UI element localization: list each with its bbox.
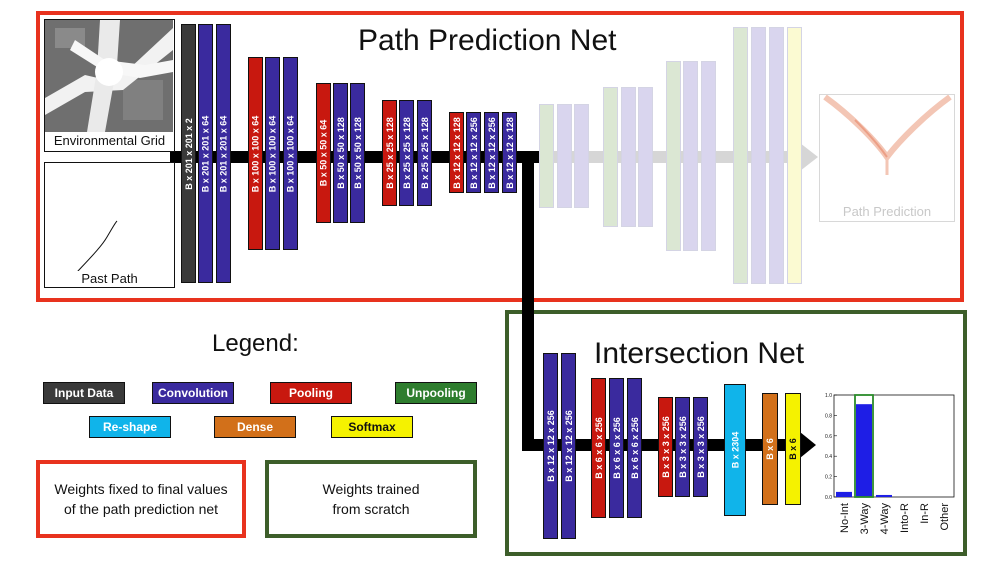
intersection-conv-layer: B x 3 x 3 x 256 xyxy=(693,397,708,497)
probability-bar xyxy=(836,491,852,497)
intersection-net-title: Intersection Net xyxy=(594,337,805,370)
intersection-class-chart: 0.0 0.2 0.4 0.6 0.8 1.0No-Int 3-Way 4-Way Into-R… xyxy=(825,393,955,535)
legend-input-data: Input Data xyxy=(43,382,125,404)
x-tick-label: No-Int xyxy=(839,503,851,533)
fixed-weights-line2: of the path prediction net xyxy=(63,501,219,517)
decoder-unpool-layer xyxy=(603,87,618,227)
legend-reshape: Re-shape xyxy=(89,416,171,438)
path-prediction-net-frame xyxy=(36,11,964,302)
intersection-conv-layer: B x 6 x 6 x 256 xyxy=(627,378,642,518)
path-prediction-output: Path Prediction xyxy=(819,94,955,222)
y-tick-label: 0.2 xyxy=(825,475,832,481)
x-tick-label: 3-Way xyxy=(859,503,871,535)
target-bar xyxy=(854,394,874,498)
path-pool-layer: B x 100 x 100 x 64 xyxy=(248,57,263,250)
y-tick-label: 0.8 xyxy=(825,413,832,419)
legend-title: Legend: xyxy=(212,330,299,357)
path-conv-layer: B x 12 x 12 x 256 xyxy=(484,112,499,193)
legend-convolution: Convolution xyxy=(152,382,234,404)
decoder-conv-layer xyxy=(769,27,784,284)
past-path-caption: Past Path xyxy=(81,271,138,286)
path-conv-layer: B x 100 x 100 x 64 xyxy=(283,57,298,250)
y-tick-label: 0.0 xyxy=(825,495,832,501)
trained-weights-line1: Weights trained xyxy=(322,481,420,497)
path-pool-layer: B x 12 x 12 x 128 xyxy=(449,112,464,193)
chart-plot-frame xyxy=(833,394,955,498)
x-tick-label: Into-R xyxy=(899,503,911,533)
intersection-softmax-layer: B x 6 xyxy=(785,393,801,505)
path-conv-layer: B x 100 x 100 x 64 xyxy=(265,57,280,250)
environmental-grid-image xyxy=(45,20,173,132)
legend-unpooling: Unpooling xyxy=(395,382,477,404)
decoder-unpool-layer xyxy=(539,104,554,208)
decoder-softmax-layer xyxy=(787,27,802,284)
intersection-conv-layer: B x 3 x 3 x 256 xyxy=(675,397,690,497)
legend-softmax: Softmax xyxy=(331,416,413,438)
trained-weights-note: Weights trained from scratch xyxy=(265,460,477,538)
intersection-pool-layer: B x 3 x 3 x 256 xyxy=(658,397,673,497)
path-pool-layer: B x 25 x 25 x 128 xyxy=(382,100,397,206)
intersection-conv-layer: B x 12 x 12 x 256 xyxy=(543,353,558,539)
intersection-reshape-layer: B x 2304 xyxy=(724,384,746,516)
decoder-conv-layer xyxy=(557,104,572,208)
x-tick-label: Other xyxy=(939,503,951,531)
decoder-conv-layer xyxy=(683,61,698,251)
probability-bar xyxy=(876,494,892,497)
environmental-grid-caption: Environmental Grid xyxy=(53,133,166,148)
y-tick-label: 0.4 xyxy=(825,454,832,460)
x-tick-label: In-R xyxy=(919,503,931,524)
fixed-weights-line1: Weights fixed to final values xyxy=(54,481,228,497)
decoder-conv-layer xyxy=(574,104,589,208)
decoder-unpool-layer xyxy=(666,61,681,251)
path-input-layer: B x 201 x 201 x 2 xyxy=(181,24,196,283)
decoder-conv-layer xyxy=(621,87,636,227)
path-prediction-caption: Path Prediction xyxy=(842,204,932,219)
intersection-conv-layer: B x 12 x 12 x 256 xyxy=(561,353,576,539)
x-tick-label: 4-Way xyxy=(879,503,891,535)
decoder-conv-layer xyxy=(751,27,766,284)
path-pool-layer: B x 50 x 50 x 64 xyxy=(316,83,331,223)
path-net-title: Path Prediction Net xyxy=(358,24,617,57)
y-tick-label: 1.0 xyxy=(825,393,832,399)
path-conv-layer: B x 12 x 12 x 256 xyxy=(466,112,481,193)
decoder-unpool-layer xyxy=(733,27,748,284)
path-conv-layer: B x 25 x 25 x 128 xyxy=(417,100,432,206)
path-conv-layer: B x 25 x 25 x 128 xyxy=(399,100,414,206)
path-conv-layer: B x 201 x 201 x 64 xyxy=(216,24,231,283)
legend-pooling: Pooling xyxy=(270,382,352,404)
past-path-image xyxy=(77,220,118,271)
legend-dense: Dense xyxy=(214,416,296,438)
path-conv-layer: B x 50 x 50 x 128 xyxy=(350,83,365,223)
path-conv-layer: B x 50 x 50 x 128 xyxy=(333,83,348,223)
intersection-net-frame xyxy=(505,310,967,556)
intersection-dense-layer: B x 6 xyxy=(762,393,778,505)
fixed-weights-note: Weights fixed to final values of the pat… xyxy=(36,460,246,538)
environmental-grid-panel: Environmental Grid xyxy=(44,19,175,152)
path-conv-layer: B x 12 x 12 x 128 xyxy=(502,112,517,193)
path-conv-layer: B x 201 x 201 x 64 xyxy=(198,24,213,283)
intersection-conv-layer: B x 6 x 6 x 256 xyxy=(609,378,624,518)
decoder-conv-layer xyxy=(701,61,716,251)
past-path-panel: Past Path xyxy=(44,162,175,288)
probability-bar xyxy=(856,404,872,497)
intersection-pool-layer: B x 6 x 6 x 256 xyxy=(591,378,606,518)
path-prediction-heatmap xyxy=(823,95,952,175)
y-tick-label: 0.6 xyxy=(825,434,832,440)
trained-weights-line2: from scratch xyxy=(332,501,410,517)
decoder-conv-layer xyxy=(638,87,653,227)
